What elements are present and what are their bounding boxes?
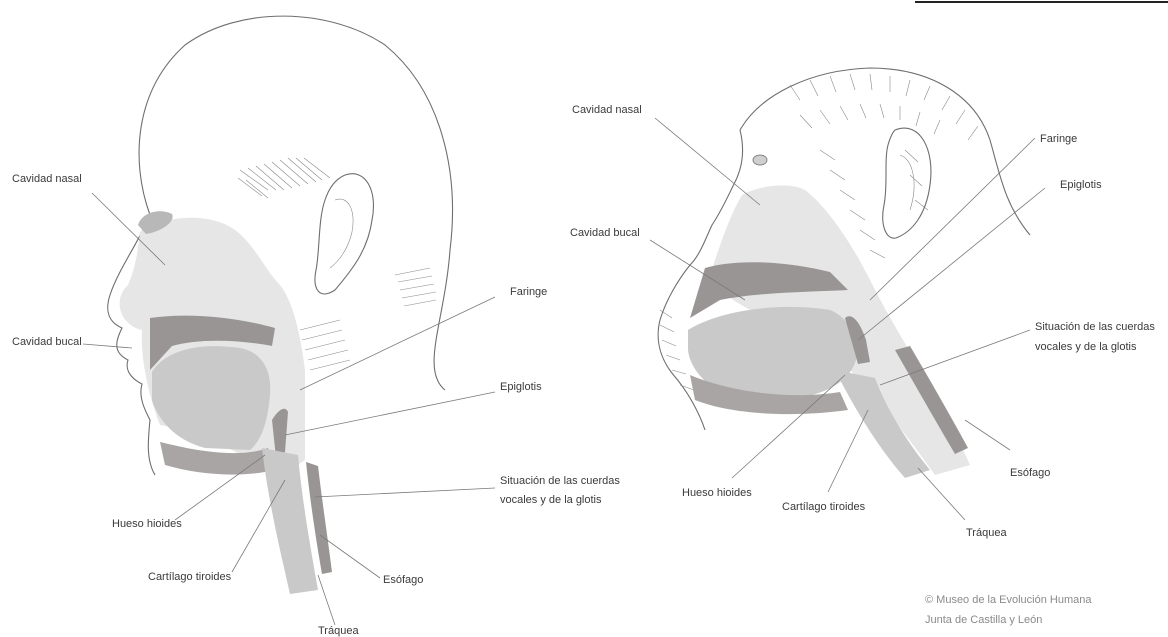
chimp-label-cartilago-tiroides: Cartílago tiroides xyxy=(782,501,866,513)
credit-line-1: © Museo de la Evolución Humana xyxy=(925,594,1092,606)
human-head-illustration xyxy=(108,16,453,594)
human-label-cuerdas-1: Situación de las cuerdas xyxy=(500,475,620,487)
credit-block: © Museo de la Evolución Humana Junta de … xyxy=(925,594,1092,626)
human-label-cavidad-nasal: Cavidad nasal xyxy=(12,173,82,185)
human-oral-cavity xyxy=(152,346,270,450)
chimp-head-illustration xyxy=(658,68,1030,478)
chimp-label-hueso-hioides: Hueso hioides xyxy=(682,487,752,499)
chimp-label-cavidad-bucal: Cavidad bucal xyxy=(570,227,640,239)
chimp-label-epiglotis: Epiglotis xyxy=(1060,179,1102,191)
human-label-esofago: Esófago xyxy=(383,574,423,586)
human-label-cavidad-bucal: Cavidad bucal xyxy=(12,336,82,348)
chimp-label-traquea: Tráquea xyxy=(966,527,1007,539)
human-label-hueso-hioides: Hueso hioides xyxy=(112,518,182,530)
human-labels: Cavidad nasal Cavidad bucal Faringe Epig… xyxy=(12,173,620,637)
chimp-label-cuerdas-2: vocales y de la glotis xyxy=(1035,341,1137,353)
chimp-eye xyxy=(753,155,767,165)
chimp-label-cuerdas-1: Situación de las cuerdas xyxy=(1035,321,1155,333)
human-label-cartilago-tiroides: Cartílago tiroides xyxy=(148,571,232,583)
human-ear xyxy=(315,174,373,294)
chimp-ear xyxy=(883,128,931,238)
chimp-label-esofago: Esófago xyxy=(1010,467,1050,479)
human-label-epiglotis: Epiglotis xyxy=(500,381,542,393)
human-label-traquea: Tráquea xyxy=(318,625,359,637)
chimp-label-cavidad-nasal: Cavidad nasal xyxy=(572,104,642,116)
human-label-faringe: Faringe xyxy=(510,286,547,298)
chimp-label-faringe: Faringe xyxy=(1040,133,1077,145)
credit-line-2: Junta de Castilla y León xyxy=(925,614,1042,626)
human-label-cuerdas-2: vocales y de la glotis xyxy=(500,494,602,506)
